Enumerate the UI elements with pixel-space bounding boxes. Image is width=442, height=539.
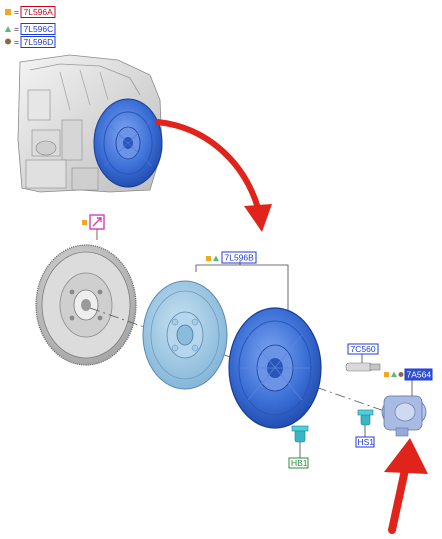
triangle-icon: [391, 371, 397, 377]
circle-icon: [398, 372, 404, 377]
legend: = 7L596A = 7L596C = 7L596D: [5, 6, 56, 48]
circle-icon: [5, 38, 11, 45]
direction-arrow-straight: [384, 438, 428, 534]
legend-code-box: [20, 23, 56, 35]
triangle-icon: [213, 255, 219, 261]
triangle-icon: [5, 26, 11, 32]
legend-equals: =: [14, 37, 19, 47]
legend-row-1: = 7L596A: [5, 6, 56, 18]
clutch-disc: [142, 280, 228, 390]
square-icon: [206, 256, 211, 261]
legend-equals: =: [14, 7, 19, 17]
square-icon: [5, 9, 11, 15]
hose-bolt: HS1: [355, 409, 375, 448]
square-icon: [384, 372, 389, 377]
release-bearing: 7C560: [345, 343, 381, 372]
callout-7C560[interactable]: 7C560: [351, 344, 376, 354]
mounted-clutch: [93, 98, 163, 188]
callout-7L596B[interactable]: 7L596B: [225, 253, 255, 263]
slave-cylinder: [381, 380, 427, 437]
release-bolt: HB1: [288, 425, 309, 469]
flywheel-tag: [82, 214, 105, 240]
legend-code-7L596D[interactable]: 7L596D: [24, 37, 54, 47]
direction-arrow-curved: [155, 119, 272, 232]
part-callout-box: [404, 368, 433, 381]
slave-cylinder-tag: 7A564: [384, 368, 433, 381]
legend-equals: =: [14, 24, 19, 34]
legend-row-3: = 7L596D: [5, 36, 56, 48]
callout-7A564[interactable]: 7A564: [407, 370, 432, 380]
part-callout-box: [288, 457, 309, 469]
square-icon: [82, 220, 87, 225]
kit-tag: 7L596B: [206, 251, 257, 264]
external-link-icon: [92, 217, 102, 227]
legend-code-7L596A[interactable]: 7L596A: [24, 7, 54, 17]
legend-code-7L596C[interactable]: 7L596C: [24, 24, 54, 34]
flywheel: [35, 244, 137, 366]
legend-code-box: [20, 36, 56, 48]
legend-row-2: = 7L596C: [5, 23, 56, 35]
callout-HB1[interactable]: HB1: [291, 458, 308, 468]
engine-block: [17, 54, 163, 193]
callout-HS1[interactable]: HS1: [358, 437, 375, 447]
pressure-plate: [228, 307, 322, 429]
part-callout-box: [221, 251, 257, 264]
part-callout-box: [355, 436, 375, 448]
part-callout-box: [347, 343, 379, 355]
legend-code-box: [20, 6, 56, 18]
